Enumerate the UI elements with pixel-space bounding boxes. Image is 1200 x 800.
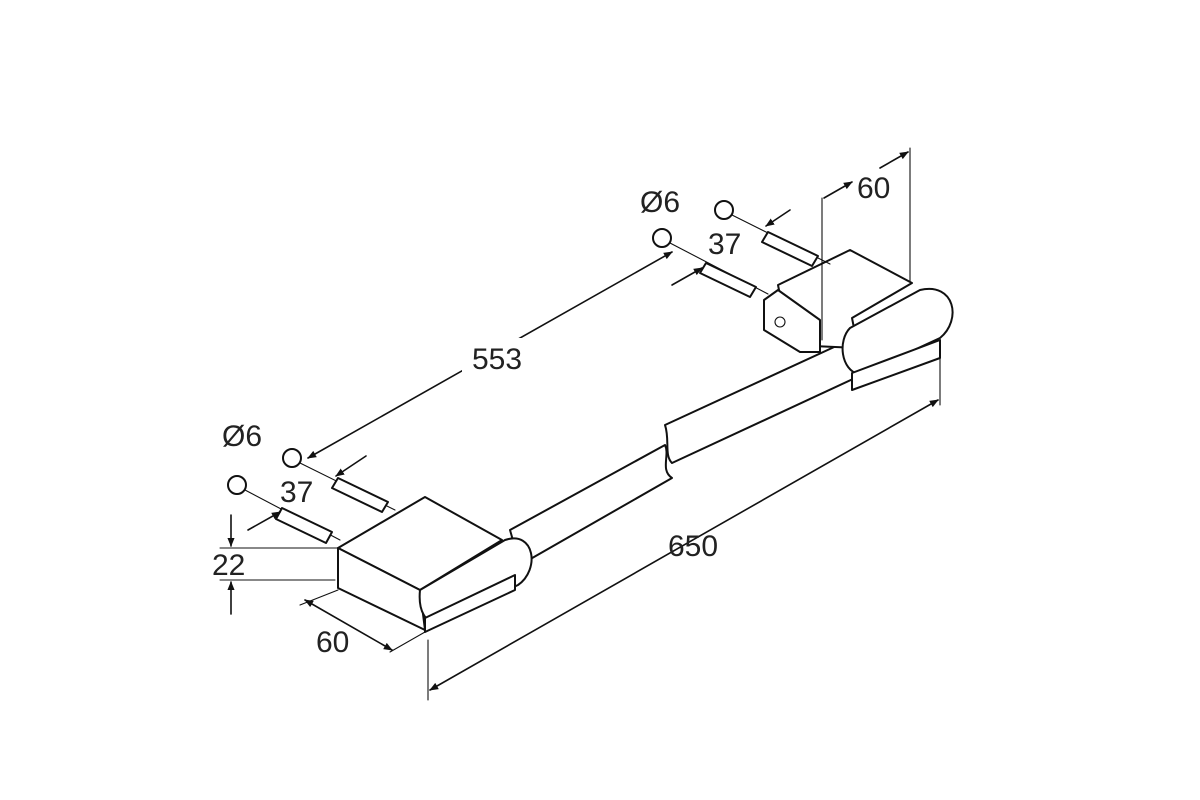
depth-right-label: 60: [857, 172, 890, 205]
screw-head-left-1: [282, 448, 302, 468]
depth-left-label: 60: [316, 626, 349, 659]
left-bracket: [337, 496, 533, 633]
dimension-overall-length: 650: [427, 344, 941, 701]
screw-head-right-1: [714, 200, 734, 220]
screw-length-right-label: 37: [708, 228, 741, 261]
screw-length-left-label: 37: [280, 476, 313, 509]
hole-spacing-label: 553: [472, 343, 522, 376]
overall-length-label: 650: [668, 530, 718, 563]
bar-tube-right: [664, 335, 869, 464]
dimension-height: 22: [212, 514, 341, 615]
dimension-depth-right: 60: [821, 147, 911, 341]
screw-head-left-2: [227, 475, 247, 495]
screw-dimensions: 37 Ø6 37 Ø6: [222, 186, 791, 531]
diameter-left-label: Ø6: [222, 420, 262, 453]
dimension-hole-spacing: 553: [307, 251, 673, 459]
diameter-right-label: Ø6: [640, 186, 680, 219]
bar-tube-left: [509, 444, 673, 566]
screw-head-right-2: [652, 228, 672, 248]
height-label: 22: [212, 549, 245, 582]
dimension-depth-left: 60: [299, 589, 426, 659]
